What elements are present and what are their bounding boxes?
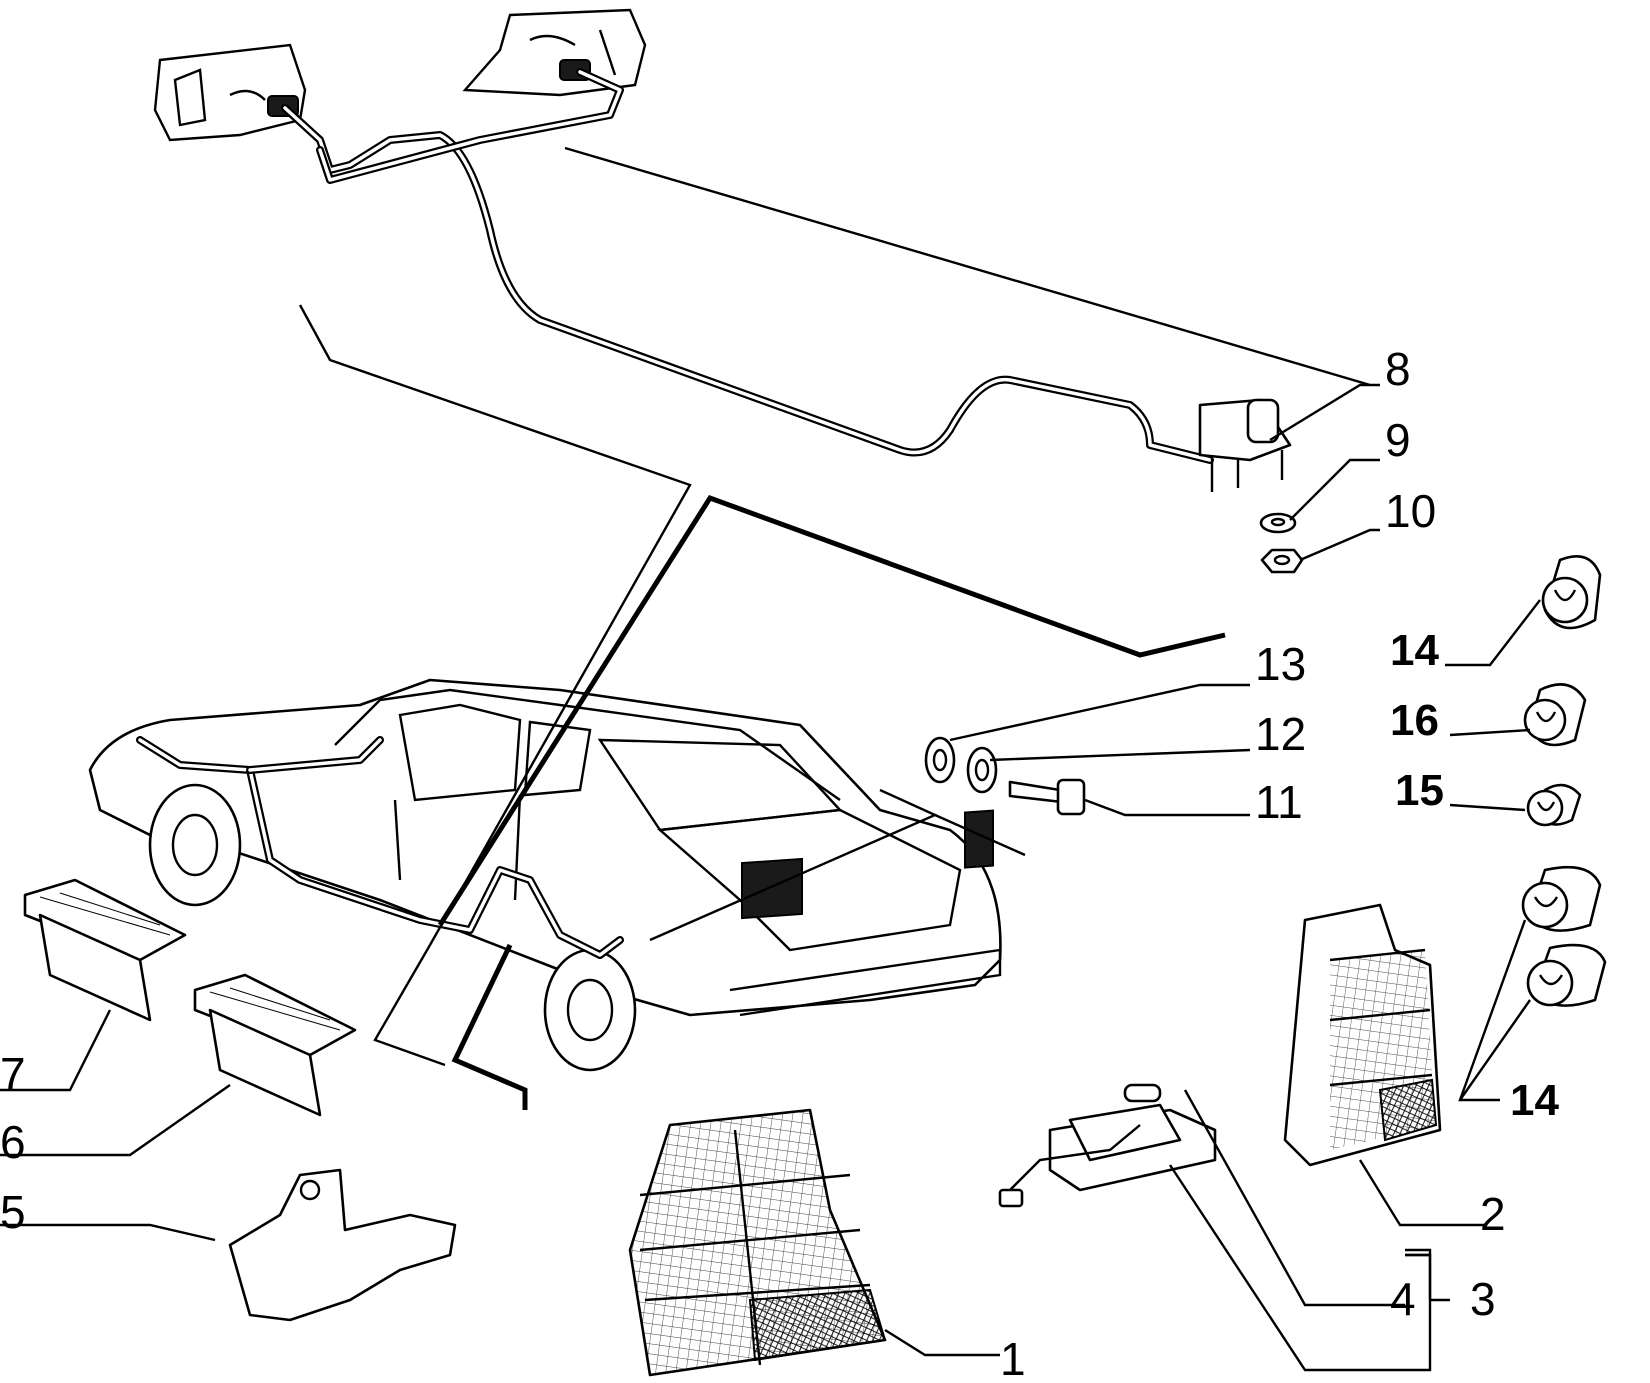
- bulb-16: [1523, 683, 1587, 747]
- switch-assembly: [1198, 398, 1292, 492]
- callout-12: 12: [1255, 708, 1306, 760]
- car-door-line: [393, 794, 522, 901]
- car-rear-light-right: [964, 809, 994, 869]
- side-lamp-7: [23, 878, 187, 1022]
- washer-12: [966, 746, 998, 794]
- bulb-15: [1526, 783, 1582, 827]
- washer-9: [1259, 512, 1297, 534]
- plate-light-assembly: [998, 1083, 1217, 1208]
- callout-3: 3: [1470, 1273, 1496, 1325]
- callout-9: 9: [1385, 414, 1411, 466]
- callout-11: 11: [1255, 776, 1303, 828]
- callout-13: 13: [1255, 638, 1306, 690]
- tail-lamp-2: [1283, 903, 1442, 1167]
- pointer-lines: [298, 146, 1371, 1110]
- harness-wire-branch-inner: [318, 70, 622, 182]
- front-right-housing-detail: [529, 29, 617, 76]
- callout-2: 2: [1480, 1188, 1506, 1240]
- callout-8: 8: [1385, 343, 1411, 395]
- bulb-4: [1123, 1083, 1162, 1103]
- nut-10: [1260, 548, 1304, 574]
- car-illustration: [88, 678, 1002, 1072]
- leader-lines: [0, 383, 1541, 1372]
- harness-wire-main-inner: [283, 106, 1212, 462]
- car-bumper: [729, 948, 1002, 1017]
- callout-7: 7: [0, 1048, 26, 1100]
- callout-15: 15: [1395, 766, 1444, 815]
- car-roof: [334, 688, 841, 801]
- fastener-group: [924, 736, 1086, 816]
- front-right-housing: [462, 8, 647, 97]
- callout-14-top: 14: [1390, 626, 1439, 675]
- car-side-window-rear: [523, 720, 592, 797]
- tail-lamp-1: [628, 1108, 887, 1377]
- washer-13: [924, 736, 956, 784]
- bulb-14-top: [1541, 555, 1602, 630]
- bulb-14-lower-b: [1526, 943, 1607, 1007]
- bolt-11: [1008, 780, 1064, 804]
- bulb-14-lower-a: [1521, 865, 1602, 932]
- car-side-window-front: [398, 703, 522, 802]
- callout-6: 6: [0, 1116, 26, 1168]
- callout-14-bottom: 14: [1510, 1076, 1559, 1125]
- callout-4: 4: [1390, 1273, 1416, 1325]
- harness-wire-main: [281, 104, 1214, 464]
- top-harness-group: [153, 8, 1304, 574]
- front-left-housing-detail: [173, 68, 266, 127]
- cover-5: [228, 1168, 457, 1322]
- car-rear-light-left: [741, 857, 803, 920]
- car-rear-wheel: [543, 948, 637, 1072]
- car-front-wheel: [148, 783, 242, 907]
- callout-1: 1: [1000, 1333, 1026, 1383]
- bulbs-group: [1521, 555, 1607, 1007]
- callout-16: 16: [1390, 696, 1439, 745]
- side-lamp-6: [193, 973, 357, 1117]
- callout-labels: 1 2 3 4 5 6 7 8 9 10 11 12 13 14 16 15 1…: [0, 343, 1559, 1383]
- front-left-housing: [153, 43, 307, 142]
- callout-5: 5: [0, 1186, 26, 1238]
- callout-10: 10: [1385, 485, 1436, 537]
